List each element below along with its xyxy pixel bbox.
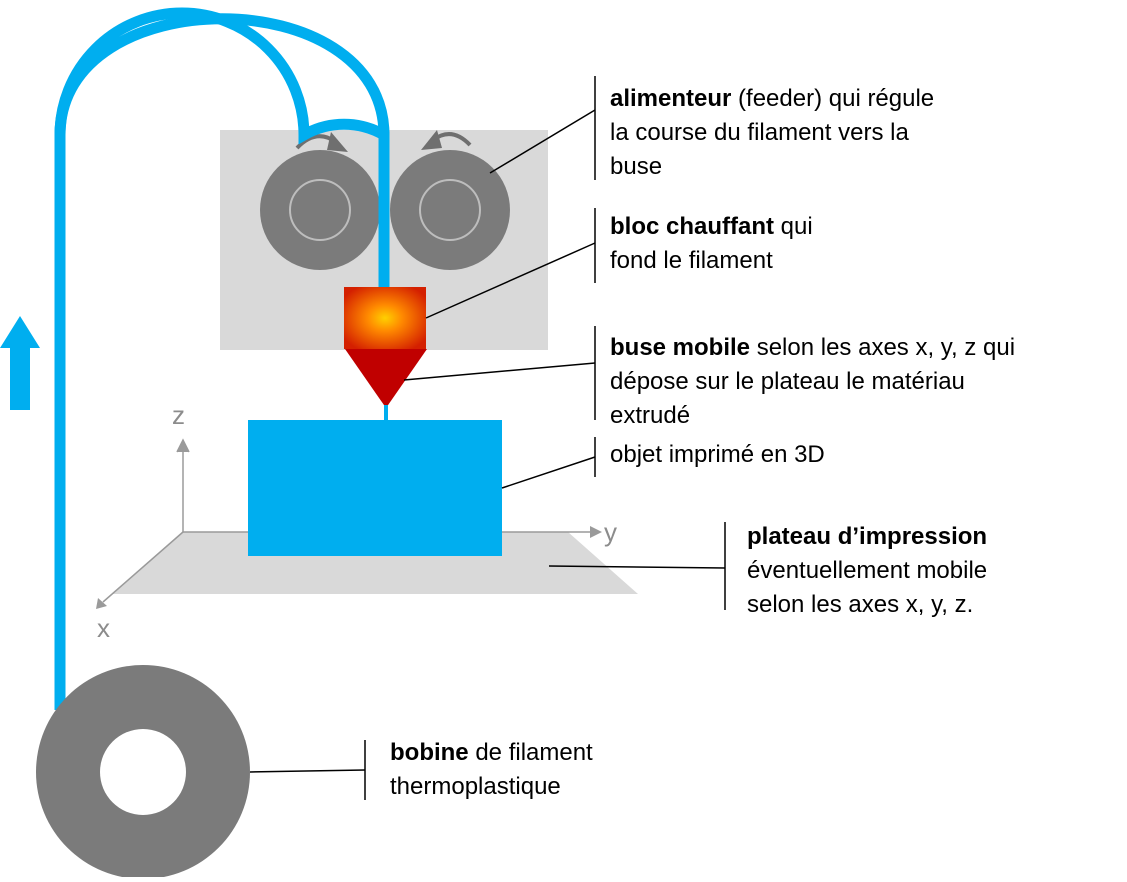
label-spool: bobine de filament thermoplastique: [390, 736, 593, 804]
label-plate-line3: selon les axes x, y, z.: [747, 591, 974, 618]
leader-object-diag: [501, 456, 596, 489]
label-heater: bloc chauffant qui fond le filament: [610, 210, 813, 278]
label-nozzle: buse mobile selon les axes x, y, z qui d…: [610, 331, 1015, 433]
x-axis-arrowhead: [96, 598, 107, 609]
nozzle: [345, 349, 427, 408]
label-nozzle-bold: buse mobile: [610, 334, 751, 361]
label-spool-line1-rest: de filament: [468, 739, 593, 766]
label-nozzle-line3: extrudé: [610, 402, 691, 429]
label-heater-bold: bloc chauffant: [610, 213, 775, 240]
printed-object: [248, 420, 502, 556]
rotation-arrow-left-icon: [295, 132, 348, 152]
label-feeder-bold: alimenteur: [610, 85, 732, 112]
leader-plate-diag: [548, 565, 726, 569]
axis-label-z: z: [172, 400, 185, 430]
axis-label-x: x: [97, 613, 110, 643]
leader-feeder-diag: [489, 109, 596, 174]
label-spool-line2: thermoplastique: [390, 773, 561, 800]
x-axis-line: [102, 531, 184, 603]
y-axis-arrowhead: [590, 526, 602, 538]
label-nozzle-line1-rest: selon les axes x, y, z qui: [750, 334, 1016, 361]
label-spool-bold: bobine: [390, 739, 469, 766]
label-feeder: alimenteur (feeder) qui régule la course…: [610, 82, 934, 184]
label-plate-bold: plateau d’impression: [747, 523, 988, 550]
heater-block: [344, 287, 426, 349]
filament-top-arc: [54, 13, 390, 136]
filament-path: [54, 7, 390, 710]
leader-nozzle-diag: [403, 362, 596, 381]
leader-spool-h: [249, 769, 366, 773]
label-feeder-line3: buse: [610, 153, 663, 180]
label-object: objet imprimé en 3D: [610, 438, 825, 472]
filament-direction-arrow-icon: [0, 316, 40, 410]
leader-lines: [249, 76, 726, 800]
axis-label-y: y: [604, 517, 617, 547]
print-plate: [113, 532, 638, 594]
label-plate-line2: éventuellement mobile: [747, 557, 988, 584]
label-nozzle-line1: buse mobile selon les axes x, y, z qui: [610, 331, 1015, 365]
rotation-arrow-right-icon: [421, 130, 472, 150]
label-heater-line1: bloc chauffant qui: [610, 210, 813, 244]
label-feeder-line1: alimenteur (feeder) qui régule: [610, 82, 934, 116]
label-plate: plateau d’impression éventuellement mobi…: [747, 520, 987, 622]
label-spool-line1: bobine de filament: [390, 736, 593, 770]
leader-heater-diag: [425, 242, 596, 319]
label-object-line1: objet imprimé en 3D: [610, 441, 825, 468]
label-feeder-line1-rest: (feeder) qui régule: [731, 85, 935, 112]
label-heater-line1-rest: qui: [774, 213, 813, 240]
z-axis-arrowhead: [176, 438, 190, 453]
feeder-wheel-left: [260, 150, 380, 270]
label-nozzle-line2: dépose sur le plateau le matériau: [610, 368, 965, 395]
label-feeder-line2: la course du filament vers la: [610, 119, 909, 146]
label-heater-line2: fond le filament: [610, 247, 773, 274]
feeder-wheel-right: [390, 150, 510, 270]
label-plate-line1: plateau d’impression: [747, 520, 987, 554]
spool: [36, 665, 250, 879]
